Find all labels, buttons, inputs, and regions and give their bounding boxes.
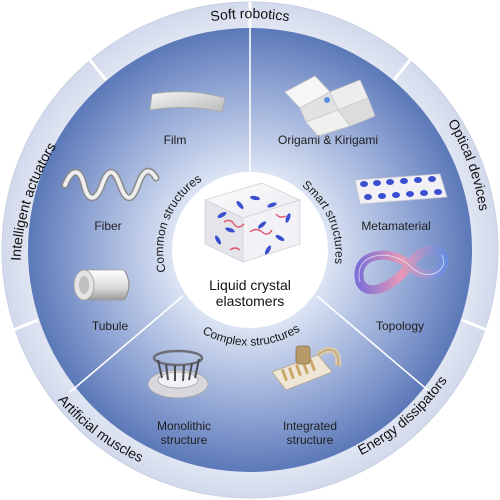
label-film: Film — [164, 133, 187, 147]
label-fiber: Fiber — [94, 219, 121, 233]
sector-dividers — [69, 28, 431, 393]
topology-illustration — [354, 244, 449, 295]
monolithic-illustration — [147, 349, 209, 399]
film-illustration — [149, 91, 226, 113]
label-topology: Topology — [376, 319, 424, 333]
origami-illustration — [284, 75, 376, 137]
center-title-line1: Liquid crystal — [209, 277, 291, 293]
label-monolithic-line1: Monolithic — [157, 419, 211, 433]
integrated-illustration — [271, 345, 342, 391]
app-soft-robotics: Soft robotics — [209, 5, 290, 24]
center-title-line2: elastomers — [216, 293, 284, 309]
label-tubule: Tubule — [92, 319, 129, 333]
label-integrated-line2: structure — [287, 433, 334, 447]
ring-dividers — [12, 2, 488, 332]
label-integrated-line1: Integrated — [283, 419, 337, 433]
fiber-illustration — [61, 167, 160, 202]
lce-cube-illustration — [203, 182, 302, 263]
label-metamaterial: Metamaterial — [361, 219, 430, 233]
metamaterial-illustration — [354, 173, 448, 205]
tubule-illustration — [73, 269, 130, 301]
label-monolithic-line2: structure — [161, 433, 208, 447]
label-origami-kirigami: Origami & Kirigami — [278, 133, 378, 147]
